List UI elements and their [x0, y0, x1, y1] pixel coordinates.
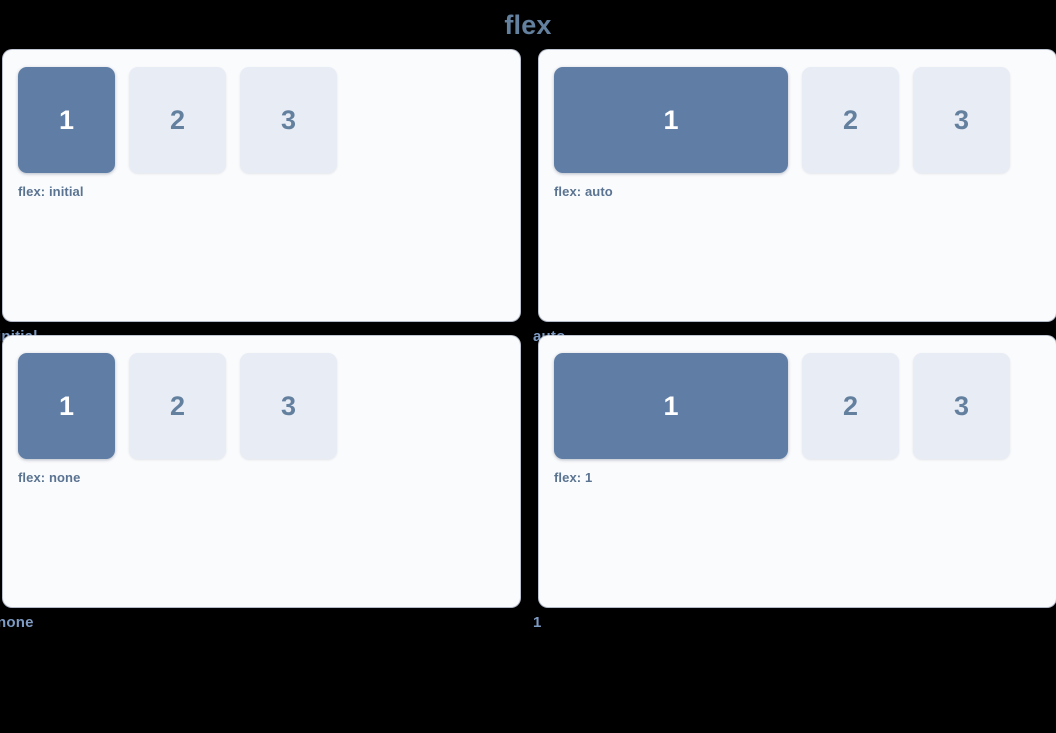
flex-item-3[interactable]: 3	[240, 353, 337, 459]
flex-items-row: 1 2 3	[18, 353, 504, 459]
flex-items-row: 1 2 3	[554, 353, 1040, 459]
flex-item-3[interactable]: 3	[913, 353, 1010, 459]
flex-item-label: 1	[58, 104, 75, 135]
flex-item-1[interactable]: 1	[18, 67, 115, 173]
flex-item-1[interactable]: 1	[18, 353, 115, 459]
flex-item-label: 1	[663, 390, 679, 421]
flex-item-2[interactable]: 2	[802, 353, 899, 459]
flex-item-label: 2	[169, 390, 186, 421]
flex-items-row: 1 2 3	[18, 67, 504, 173]
flex-container-one: 1 2 3 flex: 1	[539, 336, 1056, 607]
flex-item-label: 1	[663, 104, 679, 135]
flex-item-2[interactable]: 2	[802, 67, 899, 173]
demo-label: 1	[533, 614, 542, 631]
flex-item-label: 1	[58, 390, 75, 421]
flex-caption: flex: none	[18, 470, 81, 485]
demo-cell-auto: 1 2 3 flex: auto auto	[533, 50, 1056, 345]
flex-item-3[interactable]: 3	[913, 67, 1010, 173]
flex-item-label: 2	[842, 390, 859, 421]
demo-cell-none: 1 2 3 flex: none none	[0, 336, 520, 631]
flex-container-initial: 1 2 3 flex: initial	[3, 50, 520, 321]
flex-item-1[interactable]: 1	[554, 353, 788, 459]
demo-cell-initial: 1 2 3 flex: initial initial	[0, 50, 520, 345]
flex-item-label: 2	[169, 104, 186, 135]
demo-cell-one: 1 2 3 flex: 1 1	[533, 336, 1056, 631]
flex-item-3[interactable]: 3	[240, 67, 337, 173]
flex-item-label: 3	[280, 390, 297, 421]
demo-label: none	[0, 614, 34, 631]
flex-container-none: 1 2 3 flex: none	[3, 336, 520, 607]
flex-item-2[interactable]: 2	[129, 353, 226, 459]
flex-container-auto: 1 2 3 flex: auto	[539, 50, 1056, 321]
demo-grid: 1 2 3 flex: initial initial 1 2	[0, 50, 1056, 631]
flex-caption: flex: auto	[554, 184, 613, 199]
flex-item-1[interactable]: 1	[554, 67, 788, 173]
flex-item-2[interactable]: 2	[129, 67, 226, 173]
flex-item-label: 3	[953, 390, 970, 421]
page-title: flex	[504, 10, 552, 40]
flex-items-row: 1 2 3	[554, 67, 1040, 173]
flex-item-label: 2	[842, 104, 859, 135]
flex-caption: flex: 1	[554, 470, 593, 485]
flex-item-label: 3	[953, 104, 970, 135]
flex-caption: flex: initial	[18, 184, 84, 199]
flex-item-label: 3	[280, 104, 297, 135]
